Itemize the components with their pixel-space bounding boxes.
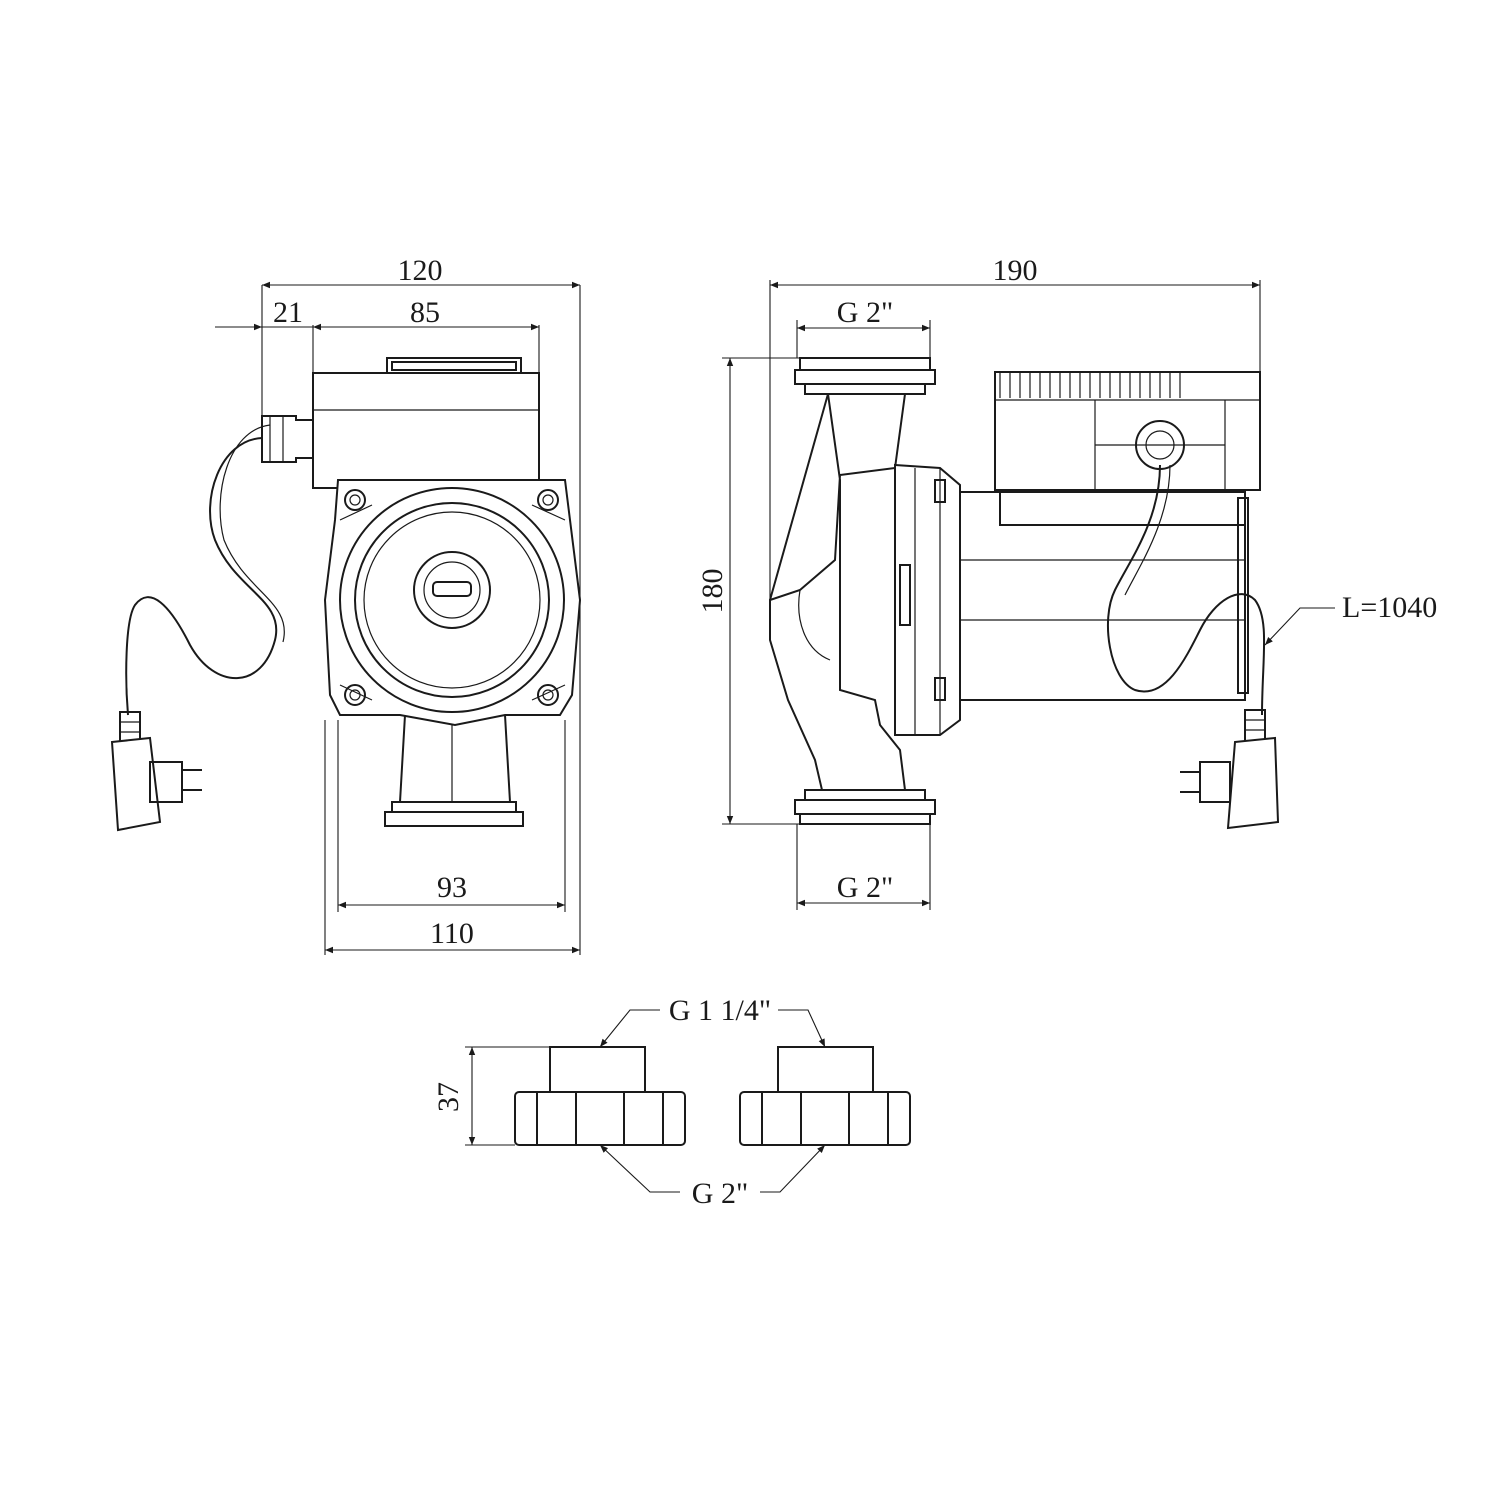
front-cable-gland [261,415,313,463]
dim-outlet-thread: G 2" [837,871,893,904]
dim-cable-length: L=1040 [1342,591,1437,624]
front-terminal-box [312,372,540,489]
front-outlet-pipe [384,714,524,827]
dim-pipe-thread: G 1 1/4" [669,994,771,1027]
side-flange [894,463,961,736]
side-volute [769,393,907,791]
side-terminal-box [994,371,1261,491]
fitting-right [739,1046,911,1146]
dim-inlet-thread: G 2" [837,296,893,329]
front-power-cable [125,437,278,716]
side-view: 190 G 2" G 2" 180 L=1040 [696,254,1437,910]
dim-box-width: 85 [410,296,440,329]
dim-width-overall: 120 [398,254,443,287]
front-pump-housing [323,479,582,727]
fittings-dimensions: 37 G 1 1/4" G 2" [432,994,826,1210]
dim-base-width: 110 [430,917,474,950]
dim-nut-thread: G 2" [692,1177,748,1210]
side-motor [959,489,1249,701]
side-power-plug [1180,709,1280,830]
dim-fitting-height: 37 [432,1082,465,1112]
front-power-plug [110,711,202,832]
front-top-nut [386,357,522,375]
fitting-left [514,1046,686,1146]
side-top-nut [794,357,936,395]
dim-cable-offset: 21 [273,296,303,329]
dim-flange-width: 93 [437,871,467,904]
side-power-cable [1106,464,1266,716]
dim-length-overall: 190 [993,254,1038,287]
dim-height: 180 [696,569,729,614]
front-view: 120 21 85 93 110 [110,254,582,955]
side-bottom-nut [794,789,936,825]
fittings-view: 37 G 1 1/4" G 2" [432,994,911,1210]
front-dimensions: 120 21 85 93 110 [215,254,581,955]
side-dimensions: 190 G 2" G 2" 180 L=1040 [696,254,1437,910]
front-bolt-holes [344,489,559,706]
